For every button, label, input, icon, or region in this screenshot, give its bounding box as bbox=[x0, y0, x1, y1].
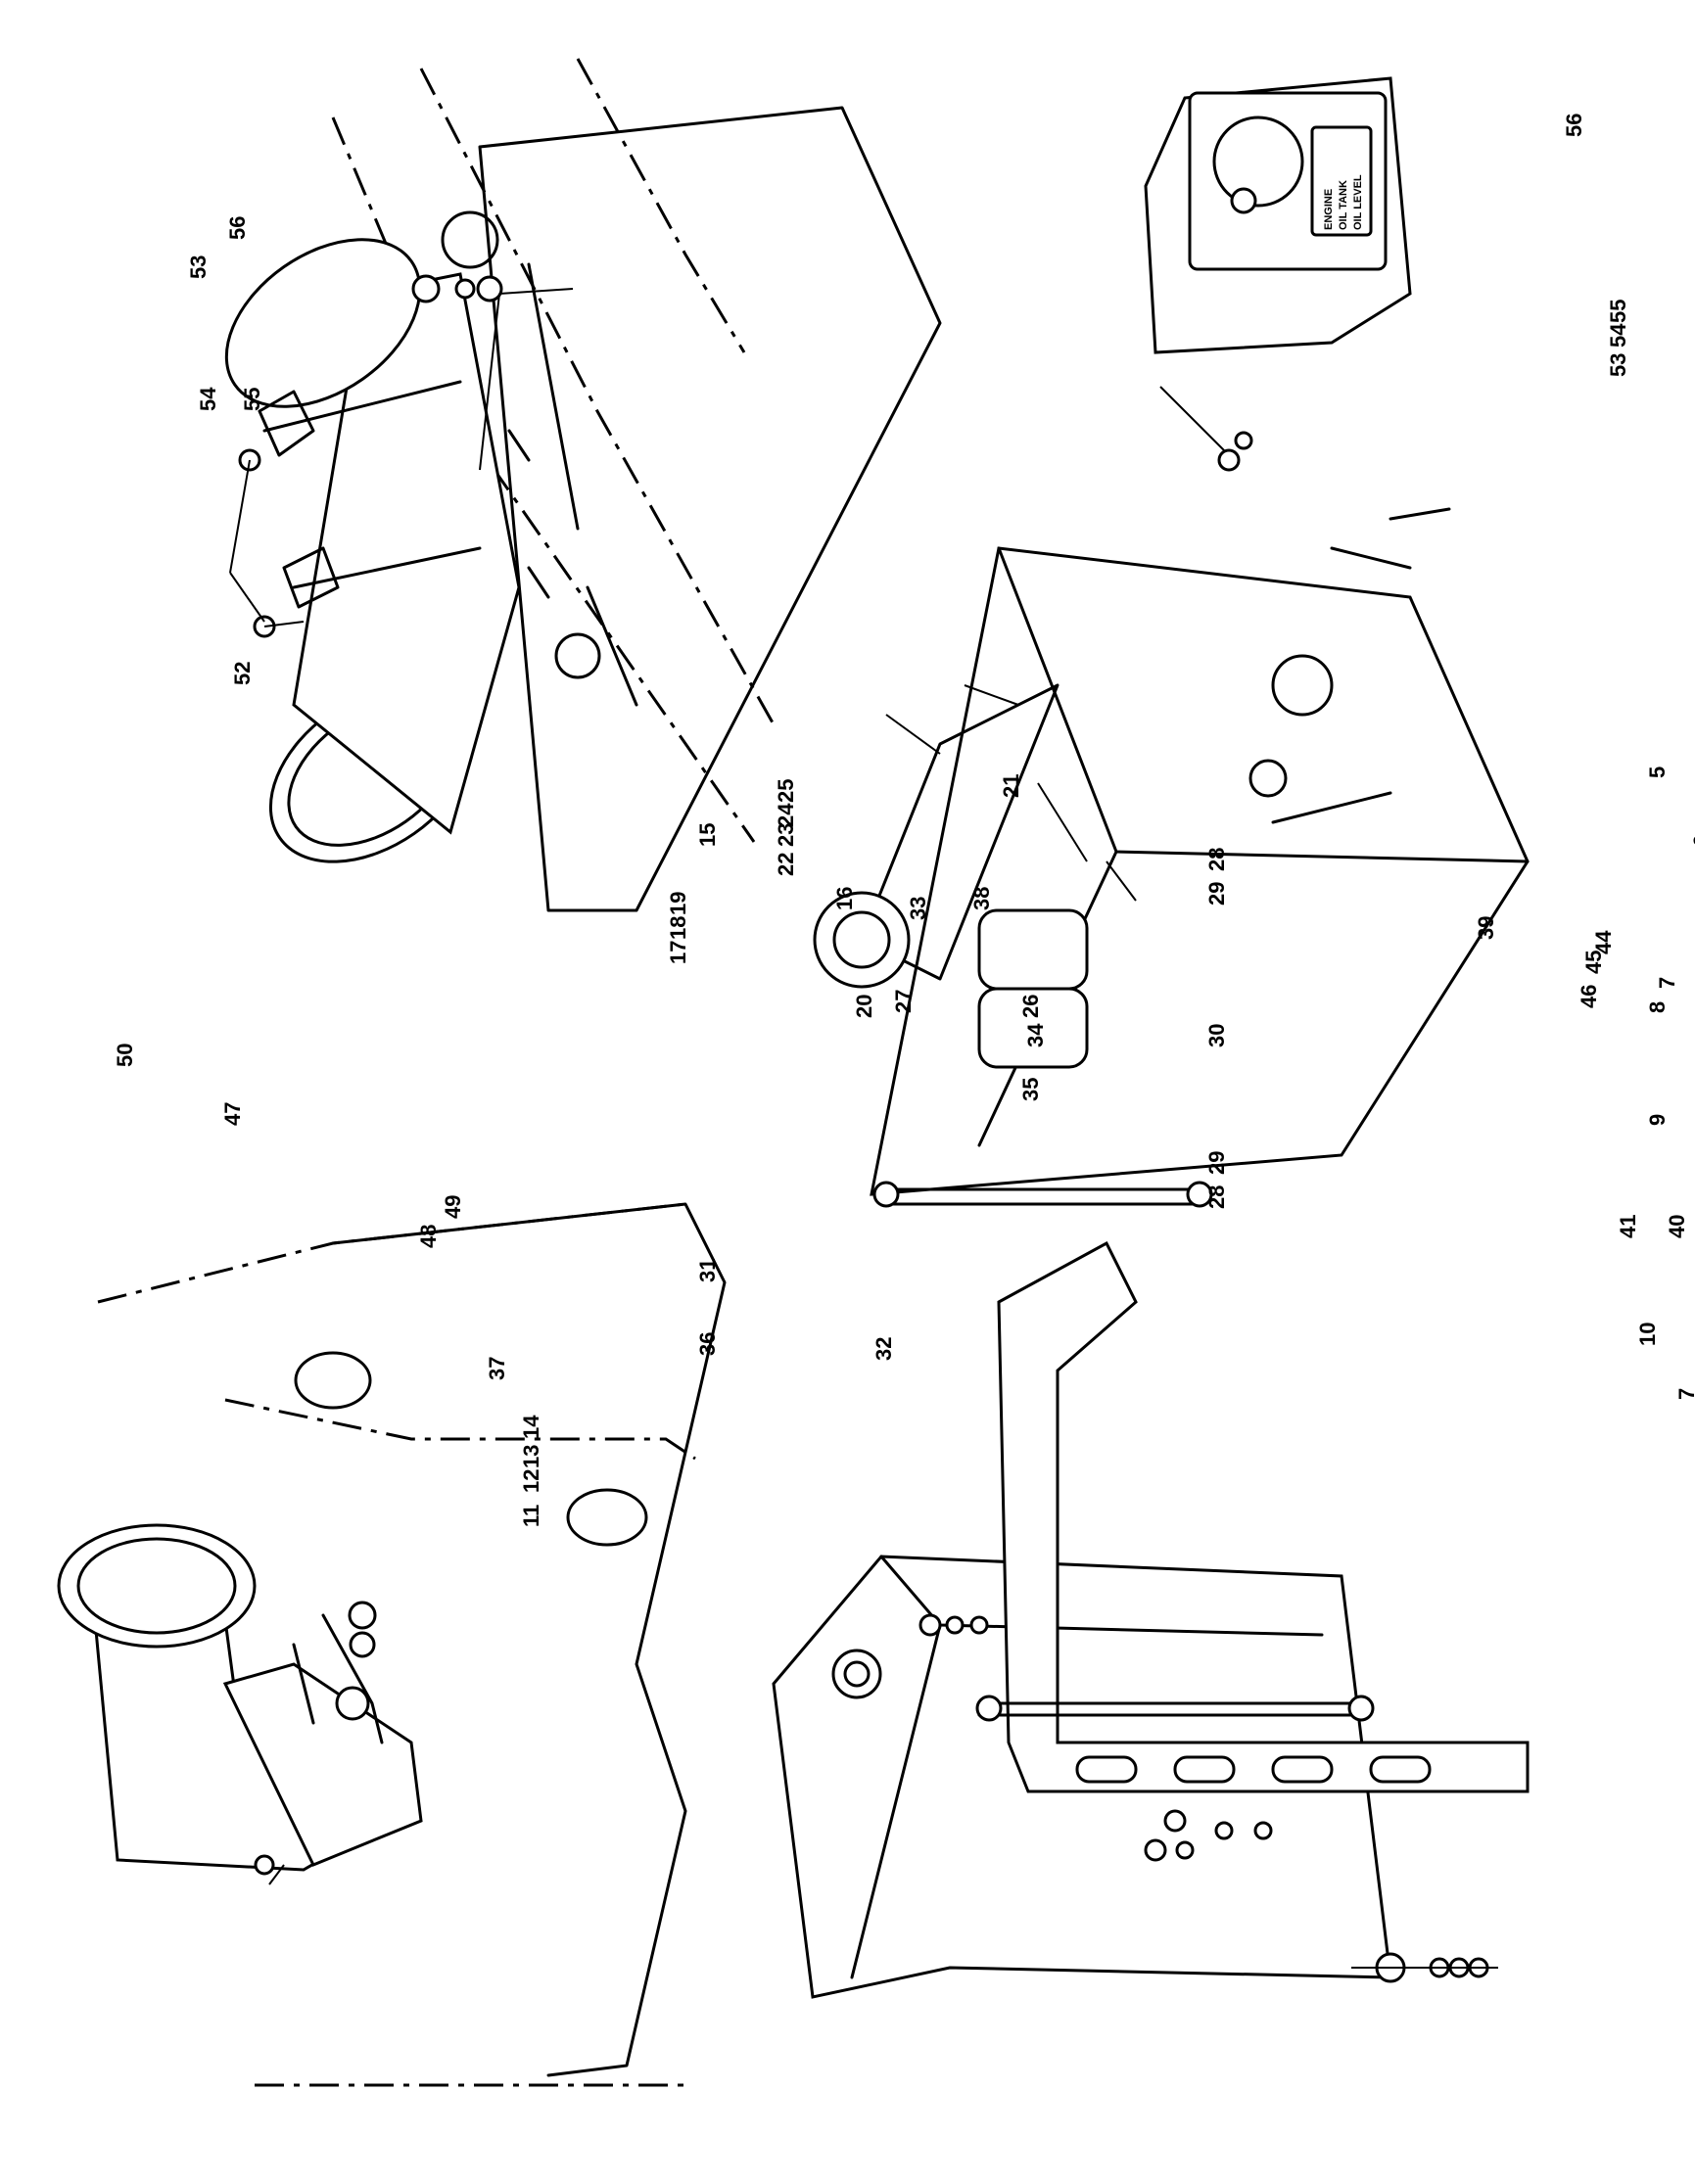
callout-27: 27 bbox=[891, 990, 916, 1013]
callout-39: 39 bbox=[1474, 916, 1498, 940]
callout-19: 19 bbox=[666, 892, 690, 915]
callout-32: 32 bbox=[871, 1337, 896, 1361]
callout-38: 38 bbox=[969, 887, 994, 910]
callout-22: 22 bbox=[774, 853, 798, 876]
plate-line-3: OIL LEVEL bbox=[1352, 174, 1364, 230]
callout-12: 12 bbox=[519, 1469, 543, 1493]
callout-54: 54 bbox=[196, 387, 220, 411]
callout-13: 13 bbox=[519, 1445, 543, 1468]
canister-assembly-bottom bbox=[57, 1202, 727, 2087]
level-indicator-box: ENGINE OIL TANK OIL LEVEL bbox=[1144, 76, 1412, 472]
callout-54: 54 bbox=[1606, 323, 1630, 348]
canister-assembly-top bbox=[224, 58, 942, 912]
callout-37: 37 bbox=[485, 1357, 509, 1380]
callout-41: 41 bbox=[1616, 1215, 1640, 1238]
callout-30: 30 bbox=[1204, 1024, 1229, 1047]
callout-26: 26 bbox=[1018, 995, 1043, 1018]
callout-46: 46 bbox=[1577, 985, 1601, 1008]
callout-56: 56 bbox=[225, 216, 250, 240]
callout-53: 53 bbox=[186, 256, 211, 279]
callout-18: 18 bbox=[666, 916, 690, 940]
callout-36: 36 bbox=[695, 1332, 720, 1356]
callout-52: 52 bbox=[230, 662, 255, 685]
callout-7: 7 bbox=[1674, 1388, 1695, 1400]
callout-56: 56 bbox=[1562, 114, 1586, 137]
callout-29: 29 bbox=[1204, 1151, 1229, 1175]
callout-35: 35 bbox=[1018, 1078, 1043, 1101]
callout-55: 55 bbox=[1606, 300, 1630, 323]
plate-line-2: OIL TANK bbox=[1338, 180, 1349, 230]
callout-55: 55 bbox=[240, 388, 264, 411]
callout-23: 23 bbox=[774, 823, 798, 847]
plate-line-1: ENGINE bbox=[1323, 189, 1335, 230]
callout-labels: 1234567789101112131415161718192021222324… bbox=[113, 114, 1695, 1527]
oil-tank-assembly bbox=[813, 507, 1530, 1208]
callout-10: 10 bbox=[1635, 1323, 1660, 1346]
callout-31: 31 bbox=[695, 1259, 720, 1282]
callout-5: 5 bbox=[1645, 767, 1670, 778]
callout-21: 21 bbox=[999, 774, 1023, 798]
callout-33: 33 bbox=[906, 897, 930, 920]
reservoir-tank-assembly bbox=[772, 1240, 1530, 1999]
callout-16: 16 bbox=[832, 887, 857, 910]
callout-20: 20 bbox=[852, 995, 876, 1018]
callout-15: 15 bbox=[695, 823, 720, 847]
callout-44: 44 bbox=[1591, 930, 1616, 954]
callout-34: 34 bbox=[1023, 1023, 1048, 1047]
callout-14: 14 bbox=[519, 1415, 543, 1439]
callout-50: 50 bbox=[113, 1044, 137, 1067]
callout-48: 48 bbox=[416, 1225, 441, 1248]
callout-28: 28 bbox=[1204, 848, 1229, 871]
callout-11: 11 bbox=[519, 1505, 543, 1527]
callout-49: 49 bbox=[441, 1195, 465, 1219]
callout-28: 28 bbox=[1204, 1185, 1229, 1209]
callout-45: 45 bbox=[1581, 951, 1606, 974]
callout-40: 40 bbox=[1665, 1215, 1689, 1238]
instruction-plate bbox=[1310, 125, 1373, 237]
callout-29: 29 bbox=[1204, 882, 1229, 906]
callout-47: 47 bbox=[220, 1102, 245, 1126]
callout-24: 24 bbox=[774, 803, 798, 827]
callout-53: 53 bbox=[1606, 353, 1630, 377]
callout-8: 8 bbox=[1645, 1001, 1670, 1013]
callout-7: 7 bbox=[1655, 977, 1679, 989]
callout-17: 17 bbox=[666, 941, 690, 964]
callout-25: 25 bbox=[774, 779, 798, 803]
callout-6: 6 bbox=[1689, 835, 1695, 847]
callout-9: 9 bbox=[1645, 1114, 1670, 1126]
